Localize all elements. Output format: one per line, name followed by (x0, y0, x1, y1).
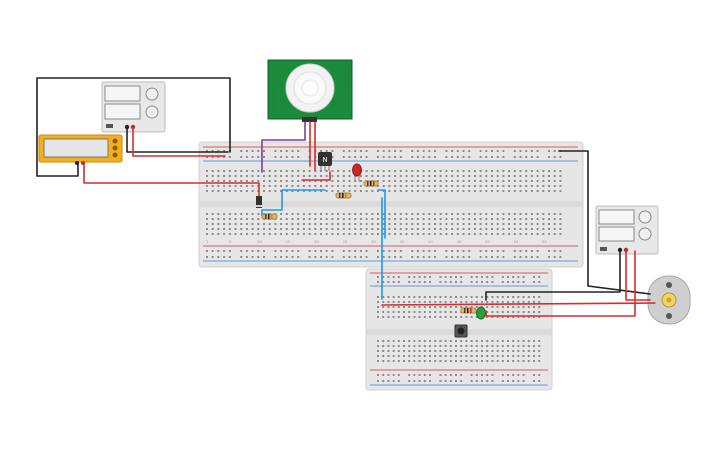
led-red[interactable] (352, 163, 362, 182)
push-button[interactable] (454, 324, 468, 338)
column-number: 1 (206, 240, 208, 244)
column-number: 10 (257, 240, 261, 244)
terminal-positive[interactable] (130, 124, 136, 130)
knob-icon[interactable] (638, 210, 652, 224)
column-number: 5 (229, 240, 231, 244)
column-number: 50 (485, 240, 489, 244)
column-number: 60 (542, 240, 546, 244)
breadboard-main-holes (206, 150, 562, 258)
resistor[interactable] (261, 213, 278, 220)
wire-red (132, 127, 226, 157)
resistor[interactable] (363, 180, 379, 187)
wire-blue (261, 189, 283, 217)
power-supply-2[interactable] (595, 205, 659, 255)
breadboard-lower-holes (370, 272, 548, 386)
knob-icon[interactable] (638, 227, 652, 241)
knob-icon[interactable] (145, 105, 159, 119)
column-number: 30 (371, 240, 375, 244)
resistor[interactable] (335, 192, 352, 199)
column-number: 55 (514, 240, 518, 244)
terminal-negative[interactable] (124, 124, 130, 130)
wire-blue (377, 189, 386, 239)
transistor[interactable]: N (318, 152, 332, 171)
push-button-icon[interactable] (457, 327, 465, 335)
wire-red (625, 250, 651, 301)
multimeter[interactable] (38, 134, 123, 165)
column-number: 15 (286, 240, 290, 244)
column-number: 35 (400, 240, 404, 244)
wire-red (301, 171, 331, 181)
multimeter-dial-icon[interactable] (112, 145, 118, 151)
power-supply-1[interactable] (101, 81, 166, 133)
column-number: 20 (314, 240, 318, 244)
wire-black (36, 77, 231, 177)
terminal-positive[interactable] (623, 247, 629, 253)
wire-black (558, 150, 651, 295)
wire-purple (261, 121, 306, 173)
wire-red (83, 162, 259, 184)
wire-red (485, 250, 636, 317)
wire-red (381, 302, 656, 306)
diode[interactable] (256, 196, 262, 208)
terminal-negative[interactable] (617, 247, 623, 253)
knob-icon[interactable] (145, 87, 159, 101)
resistor[interactable] (460, 307, 477, 314)
pir-sensor[interactable]: HC-SR501 PIR SENSOR (267, 59, 353, 122)
column-number: 25 (343, 240, 347, 244)
wire-black (485, 250, 621, 301)
column-number: 40 (428, 240, 432, 244)
dc-motor[interactable] (647, 275, 691, 325)
multimeter-dial-icon[interactable] (112, 152, 118, 158)
led-green[interactable] (476, 306, 486, 320)
breadboard-main-rails (203, 146, 578, 262)
pir-board-text-right: PIR SENSOR (345, 66, 350, 90)
wires (36, 77, 656, 317)
wire-black (126, 127, 229, 153)
transistor-label: N (322, 156, 327, 164)
multimeter-dial-icon[interactable] (112, 138, 118, 144)
column-number: 45 (457, 240, 461, 244)
pir-board-text-left: HC-SR501 (272, 89, 277, 110)
